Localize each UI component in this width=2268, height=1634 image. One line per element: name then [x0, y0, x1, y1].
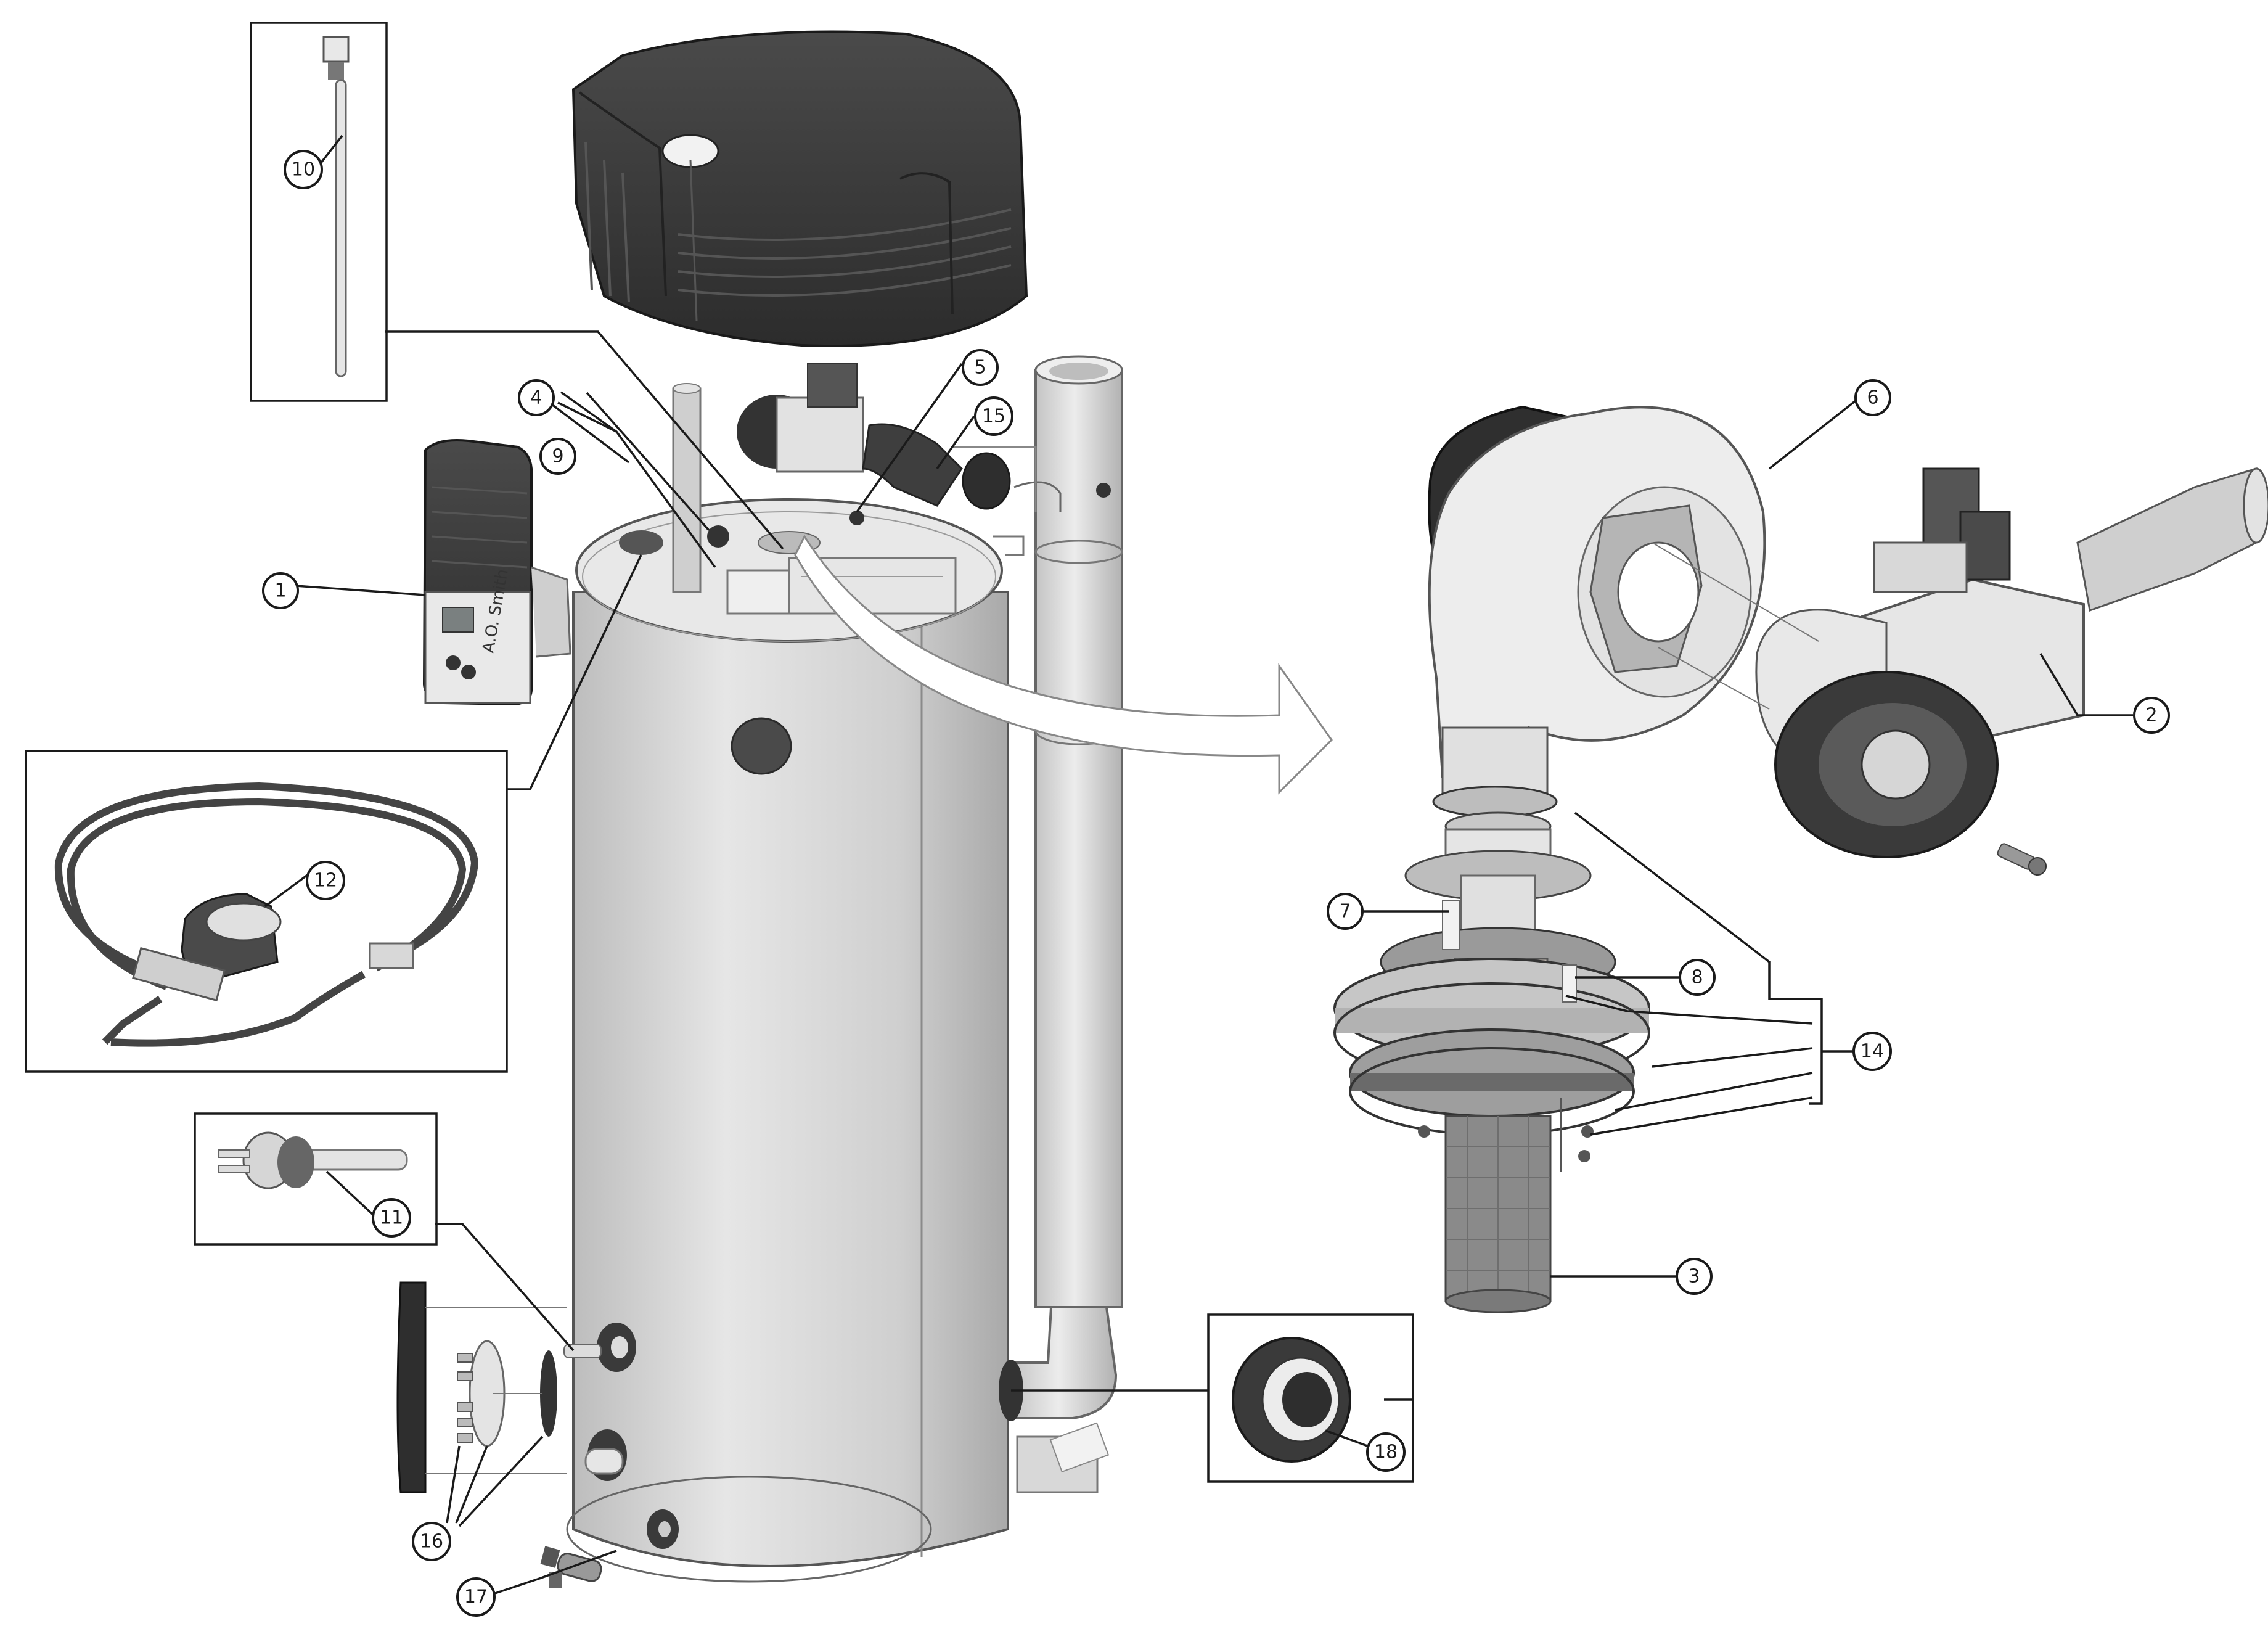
inset-box-sensor [194, 1112, 438, 1246]
callout-5: 5 [962, 349, 999, 386]
svg-text:15: 15 [982, 406, 1005, 427]
svg-text:1: 1 [274, 580, 286, 602]
svg-text:18: 18 [1374, 1442, 1398, 1463]
svg-text:3: 3 [1688, 1266, 1700, 1287]
callout-16: 16 [412, 1522, 451, 1561]
svg-text:17: 17 [464, 1587, 488, 1608]
inset-box-gasket [1207, 1313, 1414, 1483]
top-cover [571, 30, 1028, 347]
svg-text:4: 4 [530, 387, 542, 409]
callout-17: 17 [456, 1577, 496, 1617]
callout-7: 7 [1327, 893, 1364, 930]
svg-text:16: 16 [420, 1531, 443, 1553]
callout-12: 12 [306, 861, 345, 900]
burner-assembly [1333, 811, 1650, 1313]
svg-text:2: 2 [2145, 705, 2157, 726]
callout-10: 10 [284, 150, 323, 189]
svg-text:5: 5 [974, 357, 986, 379]
callout-3: 3 [1676, 1258, 1713, 1295]
handhole-assembly [396, 1281, 602, 1588]
control-panel: A.O. Smith [422, 439, 571, 706]
svg-text:12: 12 [314, 870, 337, 892]
callout-11: 11 [372, 1198, 411, 1238]
svg-text:9: 9 [552, 446, 563, 467]
callout-1: 1 [262, 572, 299, 609]
callout-15: 15 [974, 396, 1013, 436]
callout-14: 14 [1852, 1032, 1892, 1071]
gas-valve-assembly [1652, 467, 2268, 876]
svg-text:8: 8 [1691, 967, 1703, 988]
callout-4: 4 [518, 379, 555, 416]
exploded-view-arrow [794, 534, 1333, 795]
svg-text:14: 14 [1861, 1041, 1884, 1062]
svg-text:11: 11 [380, 1207, 403, 1229]
callout-2: 2 [2133, 697, 2170, 734]
inset-box-pressure-switch [25, 750, 508, 1073]
svg-text:10: 10 [292, 159, 315, 181]
leader-lines [264, 134, 2133, 1595]
svg-text:6: 6 [1867, 387, 1878, 409]
blower-assembly [1428, 405, 1766, 818]
inset-box-thermistor [250, 22, 388, 402]
callout-8: 8 [1679, 959, 1716, 996]
svg-text:7: 7 [1339, 901, 1351, 922]
callout-6: 6 [1854, 379, 1891, 416]
callout-18: 18 [1366, 1432, 1406, 1472]
callout-9: 9 [539, 438, 576, 475]
